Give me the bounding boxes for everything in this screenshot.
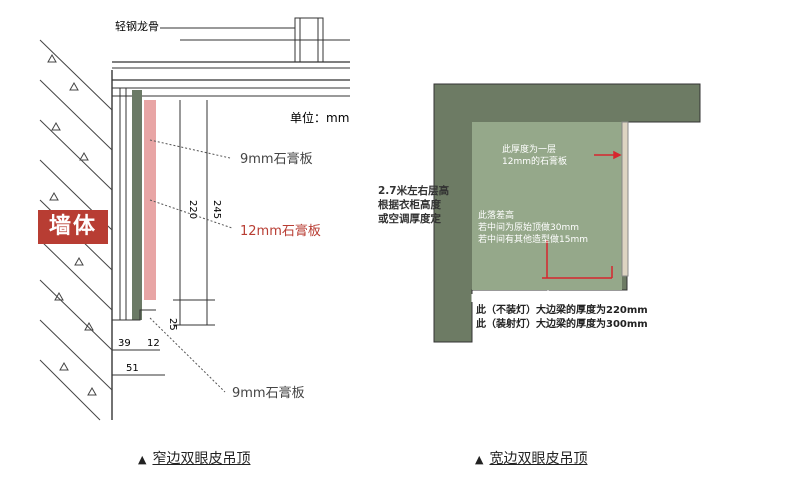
- annotation-9mm-top: 9mm石膏板: [240, 151, 313, 167]
- unit-label: 单位：mm: [290, 110, 349, 125]
- dim-51: 51: [126, 363, 139, 374]
- annotation-12mm: 12mm石膏板: [240, 223, 321, 239]
- note-drop: 此落差高 若中间为原始顶做30mm 若中间有其他造型做15mm: [478, 211, 588, 245]
- wide-ceiling-svg: [433, 83, 701, 343]
- annotation-9mm-bottom: 9mm石膏板: [232, 385, 305, 401]
- wall-triangles: [47, 53, 97, 396]
- narrow-ceiling-diagram: 轻钢龙骨 220 245 25 39 12 51 9mm石膏板 12: [0, 0, 380, 430]
- triangle-icon: ▲: [138, 453, 147, 466]
- dim-25: 25: [167, 318, 178, 331]
- dim-220: 220: [187, 200, 198, 219]
- top-structure: [112, 17, 350, 97]
- bottom-dim-line: [471, 290, 628, 322]
- narrow-ceiling-svg: 轻钢龙骨 220 245 25 39 12 51 9mm石膏板 12: [39, 17, 350, 421]
- leader-lines: [149, 139, 233, 393]
- red-markers: [542, 150, 622, 279]
- note-height: 2.7米左右层高 根据衣柜高度 或空调厚度定: [378, 185, 450, 225]
- caption-left-link[interactable]: 窄边双眼皮吊顶: [152, 451, 251, 467]
- triangle-icon: ▲: [475, 453, 484, 466]
- keel-label: 轻钢龙骨: [115, 19, 159, 33]
- gypsum-strip: [621, 121, 629, 277]
- dim-39: 39: [118, 338, 131, 349]
- caption-right-link[interactable]: 宽边双眼皮吊顶: [489, 451, 588, 467]
- board-9mm-strip: [132, 90, 142, 320]
- note-thickness-text: 此厚度为一层 12mm的石膏板: [502, 145, 567, 167]
- caption-left: ▲ 窄边双眼皮吊顶: [138, 448, 250, 468]
- wide-ceiling-diagram: 2.7米左右层高 根据衣柜高度 或空调厚度定 此厚度为一层 12mm的石膏板 此…: [372, 60, 702, 360]
- caption-right: ▲ 宽边双眼皮吊顶: [475, 448, 587, 468]
- dim-245: 245: [211, 200, 222, 219]
- note-beam: 此（不装灯）大边梁的厚度为220mm 此（装射灯）大边梁的厚度为300mm: [476, 305, 648, 330]
- wall-label: 墙体: [38, 210, 108, 244]
- dimension-lines: [112, 100, 215, 376]
- dim-12: 12: [147, 338, 160, 349]
- bottom-step: [112, 309, 156, 321]
